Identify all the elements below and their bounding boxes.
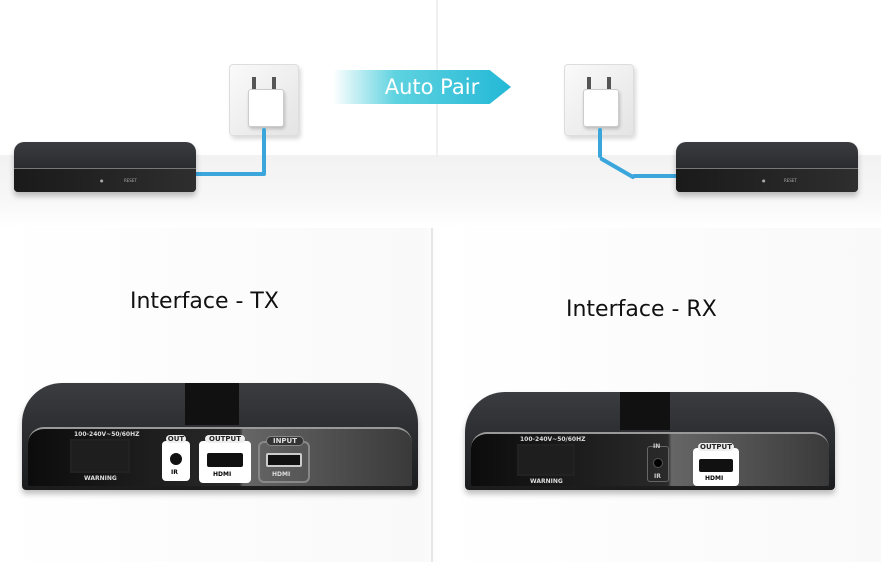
logo-strip: [185, 383, 239, 425]
divider: [431, 228, 433, 562]
logo-strip: [620, 392, 670, 430]
rx-title: Interface - RX: [566, 297, 717, 322]
hdmi-input-port: INPUT HDMI: [258, 436, 310, 483]
wall-outlet-tx: [229, 64, 299, 136]
wall-outlet-rx: [564, 64, 634, 136]
tx-device-rear: 100-240V~50/60HZ WARNING OUT IR OUTPUT H…: [22, 383, 418, 490]
rx-device-rear: 100-240V~50/60HZ WARNING IN IR OUTPUT HD…: [465, 392, 835, 490]
power-plug: [583, 89, 619, 127]
auto-pair-arrow: Auto Pair: [333, 70, 511, 104]
auto-pair-label: Auto Pair: [384, 75, 480, 99]
ir-in-port: IN IR: [647, 443, 669, 482]
power-plug: [248, 89, 284, 127]
tx-title: Interface - TX: [130, 289, 279, 314]
rx-device-front: ●RESET: [676, 142, 858, 192]
hdmi-output-port: OUTPUT HDMI: [199, 435, 251, 483]
power-socket: [70, 439, 130, 473]
power-socket: [517, 444, 575, 476]
warning-label: WARNING: [84, 475, 117, 482]
tx-device-front: ●RESET: [14, 142, 196, 192]
power-rating: 100-240V~50/60HZ: [74, 431, 140, 438]
warning-label: WARNING: [530, 478, 563, 485]
hdmi-output-port: OUTPUT HDMI: [693, 443, 739, 486]
reset-label: RESET: [784, 178, 797, 183]
reset-label: RESET: [124, 178, 137, 183]
power-rating: 100-240V~50/60HZ: [520, 436, 586, 443]
ir-out-port: OUT IR: [162, 435, 190, 481]
